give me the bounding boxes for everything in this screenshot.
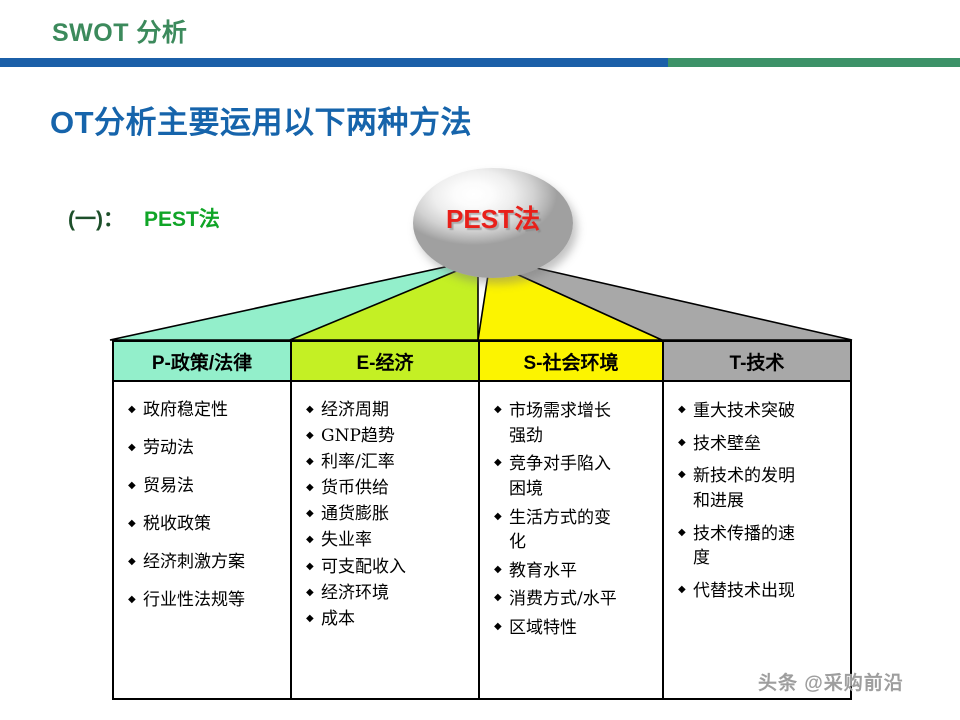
page-title: OT分析主要运用以下两种方法 <box>50 105 473 140</box>
list-item: 市场需求增长 强劲 <box>494 399 656 448</box>
list-item: 税收政策 <box>128 513 284 535</box>
pest-header-s: S-社会环境 <box>480 342 662 382</box>
list-item: 成本 <box>306 608 472 630</box>
sphere-label: PEST法 <box>446 204 540 234</box>
header-divider-rule <box>0 58 960 67</box>
list-item: 利率/汇率 <box>306 451 472 473</box>
list-item: 重大技术突破 <box>678 399 844 424</box>
sphere-shape <box>413 168 573 278</box>
list-item: 教育水平 <box>494 559 656 584</box>
pest-sphere: PEST法 <box>413 168 573 278</box>
pest-body-t: 重大技术突破 技术壁垒 新技术的发明 和进展 技术传播的速 度 代替技术出现 <box>664 382 850 698</box>
list-item: 消费方式/水平 <box>494 587 656 612</box>
pest-column-t: T-技术 重大技术突破 技术壁垒 新技术的发明 和进展 技术传播的速 度 代替技… <box>664 342 850 698</box>
pest-header-t: T-技术 <box>664 342 850 382</box>
list-item: GNP趋势 <box>306 425 472 447</box>
list-item: 政府稳定性 <box>128 399 284 421</box>
list-item: 经济环境 <box>306 582 472 604</box>
pest-column-p: P-政策/法律 政府稳定性 劳动法 贸易法 税收政策 经济刺激方案 行业性法规等 <box>114 342 292 698</box>
subtitle: (一)： PEST法 <box>68 203 220 233</box>
list-item: 劳动法 <box>128 437 284 459</box>
list-item: 失业率 <box>306 529 472 551</box>
pest-column-e: E-经济 经济周期 GNP趋势 利率/汇率 货币供给 通货膨胀 失业率 可支配收… <box>292 342 480 698</box>
list-item: 区域特性 <box>494 616 656 641</box>
list-item: 新技术的发明 和进展 <box>678 464 844 513</box>
list-item: 技术壁垒 <box>678 432 844 457</box>
list-item: 生活方式的变 化 <box>494 506 656 555</box>
list-item: 货币供给 <box>306 477 472 499</box>
subtitle-index: (一)： <box>68 208 124 231</box>
watermark: 头条 @采购前沿 <box>758 673 904 694</box>
pest-column-s: S-社会环境 市场需求增长 强劲 竞争对手陷入 困境 生活方式的变 化 教育水平… <box>480 342 664 698</box>
pest-header-p: P-政策/法律 <box>114 342 290 382</box>
list-item: 通货膨胀 <box>306 503 472 525</box>
list-item: 行业性法规等 <box>128 589 284 611</box>
slide-header-title: SWOT 分析 <box>52 19 188 47</box>
pest-body-p: 政府稳定性 劳动法 贸易法 税收政策 经济刺激方案 行业性法规等 <box>114 382 290 698</box>
pest-header-e: E-经济 <box>292 342 478 382</box>
pest-body-e: 经济周期 GNP趋势 利率/汇率 货币供给 通货膨胀 失业率 可支配收入 经济环… <box>292 382 478 698</box>
list-item: 经济刺激方案 <box>128 551 284 573</box>
list-item: 代替技术出现 <box>678 579 844 604</box>
header-divider-blue-segment <box>0 58 668 67</box>
pest-table: P-政策/法律 政府稳定性 劳动法 贸易法 税收政策 经济刺激方案 行业性法规等… <box>112 340 852 700</box>
list-item: 技术传播的速 度 <box>678 522 844 571</box>
list-item: 贸易法 <box>128 475 284 497</box>
header-divider-green-segment <box>668 58 960 67</box>
pest-roof-diagram <box>109 260 853 341</box>
list-item: 经济周期 <box>306 399 472 421</box>
slide-header: SWOT 分析 <box>0 0 960 58</box>
list-item: 竞争对手陷入 困境 <box>494 452 656 501</box>
list-item: 可支配收入 <box>306 556 472 578</box>
pest-body-s: 市场需求增长 强劲 竞争对手陷入 困境 生活方式的变 化 教育水平 消费方式/水… <box>480 382 662 698</box>
subtitle-label: PEST法 <box>144 208 220 231</box>
